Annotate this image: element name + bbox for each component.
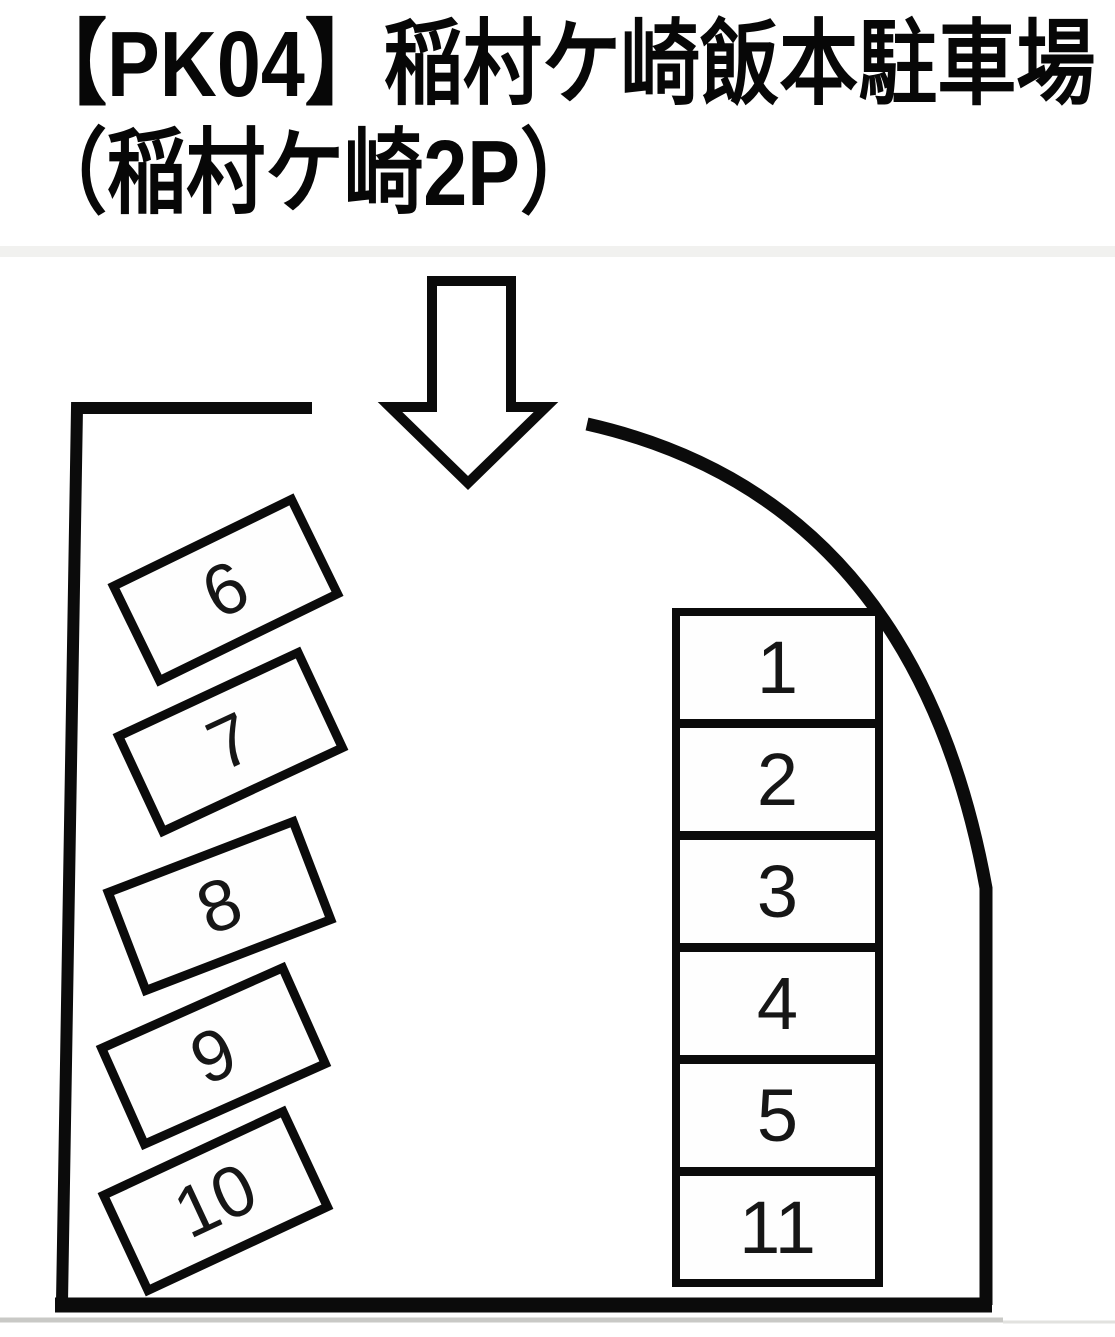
space-label: 3	[756, 850, 799, 933]
parking-space-11: 11	[680, 1167, 875, 1279]
page-title-line2: （稲村ケ崎2P）	[28, 121, 600, 225]
entrance-down-arrow-icon	[377, 276, 559, 490]
curved-right-boundary-line	[585, 417, 993, 1305]
space-label: 7	[195, 697, 266, 787]
parking-space-2: 2	[680, 719, 875, 831]
space-label: 8	[186, 861, 253, 951]
space-label: 2	[756, 738, 799, 821]
left-boundary-line	[56, 402, 312, 1303]
parking-space-3: 3	[680, 831, 875, 943]
space-label: 4	[756, 962, 799, 1045]
space-label: 10	[162, 1147, 269, 1255]
parking-space-1: 1	[680, 616, 875, 719]
parking-space-5: 5	[680, 1055, 875, 1167]
page-title: 【PK04】稲村ケ崎飯本駐車場 （稲村ケ崎2P）	[28, 10, 1095, 228]
space-label: 6	[189, 545, 262, 635]
page-title-line1: 【PK04】稲村ケ崎飯本駐車場	[28, 12, 1096, 116]
space-label: 1	[756, 626, 799, 709]
scan-artifact-band	[0, 246, 1115, 257]
parking-space-column: 1 2 3 4 5 11	[672, 608, 883, 1287]
space-label: 11	[739, 1186, 816, 1269]
space-label: 5	[756, 1074, 799, 1157]
space-label: 9	[178, 1011, 249, 1101]
parking-space-4: 4	[680, 943, 875, 1055]
